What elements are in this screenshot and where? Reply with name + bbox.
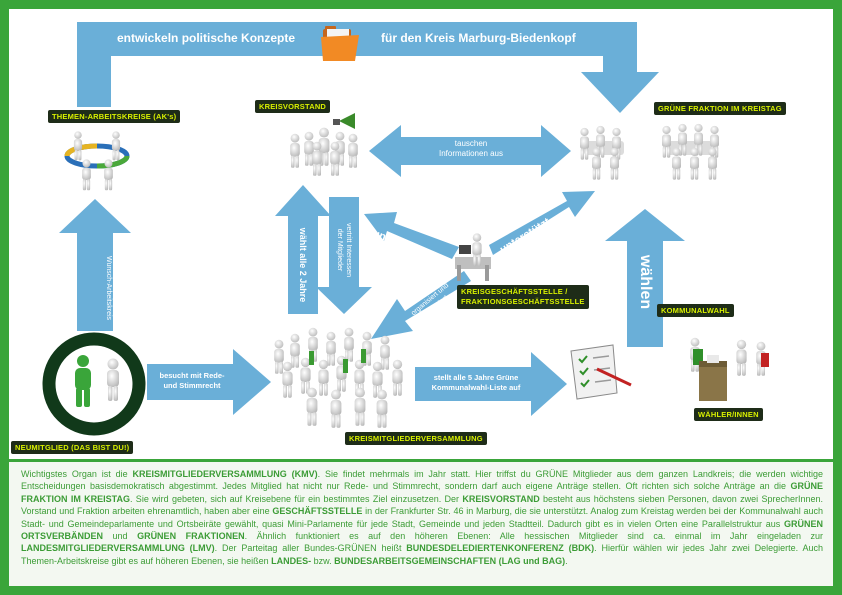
- themen-arbeitskreise-label: THEMEN-ARBEITSKREISE (AK's): [48, 110, 181, 123]
- description-segment: Wichtigstes Organ ist die: [21, 469, 133, 479]
- kreisvorstand-label: KREISVORSTAND: [255, 100, 331, 113]
- description-segment: besteht aus höchstens sieben Personen, d…: [21, 493, 823, 517]
- description-segment: . Sie wird gebeten, sich auf Kreisebene …: [129, 493, 463, 504]
- description-segment: .: [565, 555, 568, 566]
- besucht-text-line2: und Stimmrecht: [163, 381, 221, 390]
- description-segment: bzw.: [311, 555, 335, 566]
- geschaeftsstelle-label-line1: KREISGESCHÄFTSSTELLE /: [461, 287, 568, 296]
- unterstuetzt-left-arrow: [364, 212, 459, 259]
- description-segment: . Sie findet mehrmals im Jahr statt. Hie…: [21, 469, 823, 492]
- fraktion-figures: [580, 123, 719, 180]
- waehlen-arrow-text: wählen: [637, 254, 654, 310]
- waehler-innen-label: WÄHLER/INNEN: [694, 408, 763, 421]
- diagram-graphics: [42, 22, 769, 436]
- besucht-arrow: [147, 349, 271, 415]
- geschaeftsstelle-label-line2: FRAKTIONSGESCHÄFTSSTELLE: [461, 297, 585, 306]
- tauschen-arrow-text: tauschen Informationen aus: [421, 139, 521, 159]
- description-segment: . Ähnlich funktioniert es auf den höhere…: [244, 531, 823, 542]
- folder-icon: [321, 26, 359, 61]
- besucht-text-line1: besucht mit Rede-: [159, 371, 225, 380]
- stellt-text-line1: stellt alle 5 Jahre Grüne: [433, 373, 519, 382]
- kmv-crowd: [274, 327, 403, 428]
- description-bold-term: GRÜNEN ORTSVERBÄNDEN: [21, 518, 823, 542]
- ballot-list-icon: [570, 344, 632, 400]
- waehlt-arrow: [275, 185, 331, 314]
- tauschen-text-line1: tauschen: [454, 139, 488, 148]
- description-bold-term: KREISVORSTAND: [462, 493, 540, 504]
- gruene-fraktion-label: GRÜNE FRAKTION IM KREISTAG: [654, 102, 786, 115]
- description-segment: . Der Parteitag aller Bundes-GRÜNEN heiß…: [214, 543, 407, 554]
- unterstuetzt-right-arrow: [489, 191, 595, 255]
- description-segment: und: [103, 531, 138, 542]
- description-bold-term: LANDES-: [271, 555, 312, 566]
- stellt-text-line2: Kommunalwahl-Liste auf: [431, 383, 521, 392]
- neumitglied-label: NEUMITGLIED (DAS BIST DU!): [11, 441, 134, 454]
- description-text: Wichtigstes Organ ist die KREISMITGLIEDE…: [21, 468, 823, 567]
- beteiligt-arrow-text: beteiligt sich an Wunsch-Arbeitskreis: [104, 238, 122, 338]
- description-segment: . Hierfür wählen wir jedes Jahr zwei Del…: [21, 543, 823, 566]
- org-diagram: THEMEN-ARBEITSKREISE (AK's) KREISVORSTAN…: [9, 9, 833, 459]
- waehlen-arrow: [605, 209, 685, 347]
- description-bold-term: GRÜNE FRAKTION IM KREISTAG: [21, 481, 823, 504]
- beteiligt-text-line1: beteiligt sich an: [114, 263, 121, 313]
- vertritt-arrow: [316, 197, 372, 314]
- description-bold-term: GESCHÄFTSSTELLE: [272, 506, 363, 517]
- top-right-arrow-text: für den Kreis Marburg-Biedenkopf: [381, 31, 576, 45]
- vertritt-text-line1: vertritt Interessen: [345, 222, 352, 278]
- top-bracket-arrow: [77, 22, 659, 113]
- description-bold-term: BUNDESARBEITSGEMEINSCHAFTEN (LAG und BAG…: [334, 555, 566, 566]
- geschaeftsstelle-figure: [455, 233, 491, 281]
- stellt-arrow: [415, 352, 567, 416]
- description-panel: Wichtigstes Organ ist die KREISMITGLIEDE…: [9, 462, 833, 586]
- waehlt-arrow-text: wählt alle 2 Jahre: [298, 227, 308, 303]
- kreisvorstand-figures: [290, 113, 358, 176]
- kmv-label: KREISMITGLIEDERVERSAMMLUNG: [345, 432, 487, 445]
- vertritt-text-line2: der Mitglieder: [336, 228, 343, 272]
- description-bold-term: LANDESMITGLIEDERVERSAMMLUNG (LMV): [21, 543, 215, 554]
- vertritt-arrow-text: vertritt Interessen der Mitglieder: [335, 200, 353, 300]
- description-bold-term: GRÜNEN FRAKTIONEN: [137, 531, 245, 542]
- description-segment: in der Frankfurter Str. 46 in Marburg, d…: [21, 506, 823, 529]
- neumitglied-ring: [42, 332, 146, 436]
- description-bold-term: KREISMITGLIEDERVERSAMMLUNG (KMV): [132, 469, 318, 479]
- beteiligt-text-line2: Wunsch-Arbeitskreis: [105, 255, 112, 321]
- tauschen-text-line2: Informationen aus: [438, 149, 504, 158]
- themen-arbeitskreise-figures: [64, 131, 130, 191]
- tauschen-arrow: [369, 125, 571, 177]
- kommunalwahl-label: KOMMUNALWAHL: [657, 304, 734, 317]
- organisiert-arrow: [371, 271, 471, 339]
- description-bold-term: BUNDESDELEDIERTENKONFERENZ (BDK): [406, 543, 595, 554]
- top-left-arrow-text: entwickeln politische Konzepte: [117, 31, 296, 45]
- beteiligt-arrow: [59, 199, 131, 331]
- stellt-arrow-text: stellt alle 5 Jahre Grüne Kommunalwahl-L…: [419, 373, 533, 393]
- voters-ballot-box: [690, 337, 769, 401]
- geschaeftsstelle-label: KREISGESCHÄFTSSTELLE / FRAKTIONSGESCHÄFT…: [457, 285, 589, 309]
- besucht-arrow-text: besucht mit Rede- und Stimmrecht: [149, 371, 235, 391]
